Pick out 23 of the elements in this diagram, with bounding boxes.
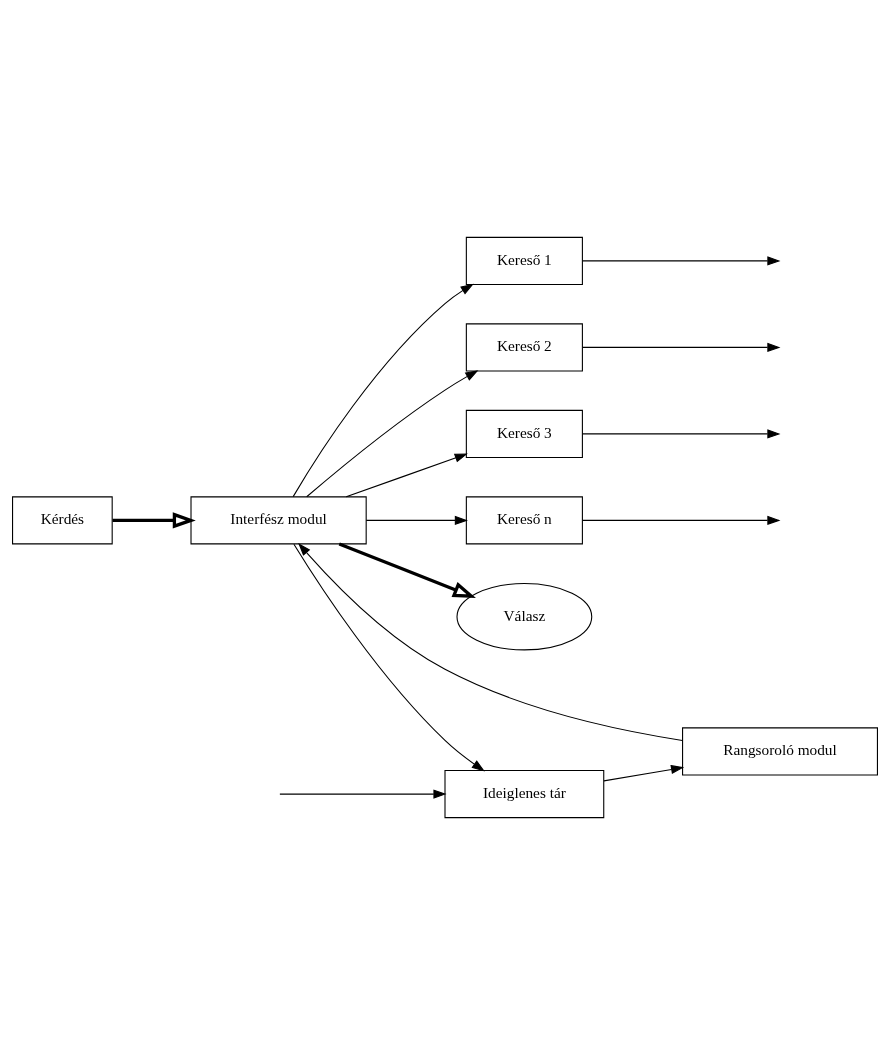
arrow bbox=[279, 789, 447, 799]
arrow bbox=[582, 429, 781, 439]
node-box: Kereső n bbox=[465, 496, 583, 545]
node-box: Kérdés bbox=[12, 496, 113, 545]
arrow bbox=[582, 515, 781, 525]
node-box: Kereső 2 bbox=[465, 323, 583, 372]
arrow bbox=[298, 542, 683, 741]
node-box: Rangsoroló modul bbox=[682, 727, 878, 776]
arrow bbox=[338, 542, 476, 598]
node-box: Interfész modul bbox=[190, 496, 367, 545]
node-box: Kereső 1 bbox=[465, 236, 583, 285]
arrow bbox=[582, 256, 781, 266]
arrow bbox=[306, 370, 479, 498]
arrow bbox=[603, 765, 685, 782]
arrow bbox=[292, 283, 474, 498]
arrow bbox=[112, 512, 196, 529]
node-ellipse: Válasz bbox=[456, 583, 593, 651]
arrow bbox=[365, 515, 468, 525]
arrow bbox=[293, 543, 485, 772]
node-box: Kereső 3 bbox=[465, 409, 583, 458]
node-box: Ideiglenes tár bbox=[444, 770, 605, 819]
arrow bbox=[345, 453, 468, 498]
arrow bbox=[582, 342, 781, 352]
